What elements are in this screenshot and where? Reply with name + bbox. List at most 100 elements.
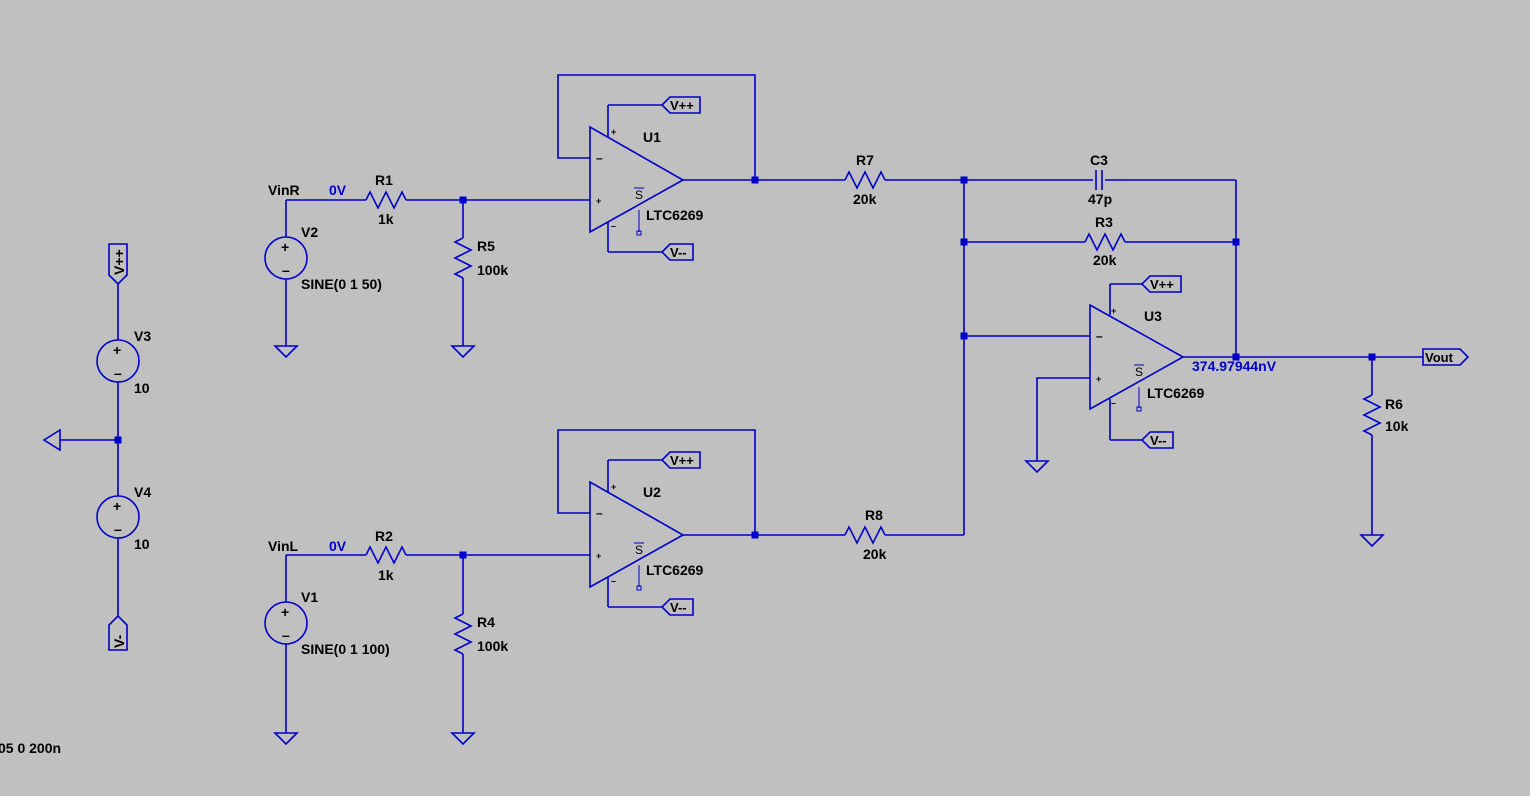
u1-vpp-flag[interactable]: V++ xyxy=(660,96,701,114)
u1-vmm-flag[interactable]: V-- xyxy=(660,243,694,261)
junction-dot xyxy=(751,176,759,184)
summing-section: R7 20k R8 20k C3 47p R3 20k xyxy=(844,152,1470,562)
svg-text:–: – xyxy=(596,151,603,165)
r4-value: 100k xyxy=(477,638,508,654)
v3-voltage-source[interactable]: + – xyxy=(96,339,140,383)
v2-voltage-source[interactable]: + – xyxy=(264,236,308,280)
svg-text:+: + xyxy=(611,482,616,492)
svg-text:+: + xyxy=(113,342,121,358)
r5-resistor[interactable] xyxy=(453,237,473,279)
u3-name: U3 xyxy=(1144,308,1162,324)
v1-voltage-source[interactable]: + – xyxy=(264,601,308,645)
vout-voltage-probe: 374.97944nV xyxy=(1192,358,1277,374)
svg-text:+: + xyxy=(596,196,601,206)
svg-text:–: – xyxy=(611,221,616,231)
left-input-section: VinL 0V + – V1 SINE(0 1 100) R2 1k R4 10… xyxy=(264,429,845,746)
r5-name: R5 xyxy=(477,238,495,254)
v4-name: V4 xyxy=(134,484,151,500)
u1-name: U1 xyxy=(643,129,661,145)
u1-vmm-flag-label: V-- xyxy=(670,245,687,260)
v4-voltage-source[interactable]: + – xyxy=(96,495,140,539)
junction-dot xyxy=(114,436,122,444)
v4-value: 10 xyxy=(134,536,150,552)
u2-vmm-flag-label: V-- xyxy=(670,600,687,615)
r2-resistor[interactable] xyxy=(365,545,407,565)
r8-value: 20k xyxy=(863,546,887,562)
svg-text:+: + xyxy=(281,239,289,255)
svg-text:–: – xyxy=(1096,329,1103,343)
vm-flag-left[interactable]: V- xyxy=(108,614,128,651)
u1-opamp[interactable]: – + + – S xyxy=(589,125,685,236)
vm-flag-left-label: V- xyxy=(111,634,127,648)
c3-capacitor[interactable] xyxy=(1095,170,1103,190)
r7-resistor[interactable] xyxy=(844,170,886,190)
svg-text:+: + xyxy=(113,498,121,514)
vinr-voltage-probe: 0V xyxy=(329,182,347,198)
svg-text:+: + xyxy=(281,604,289,620)
junction-dot xyxy=(1232,353,1240,361)
r8-name: R8 xyxy=(865,507,883,523)
junction-dot xyxy=(1232,238,1240,246)
u2-vmm-flag[interactable]: V-- xyxy=(660,598,694,616)
r2-value: 1k xyxy=(378,567,394,583)
u2-vpp-flag-label: V++ xyxy=(670,453,694,468)
u3-opamp[interactable]: – + + – S xyxy=(1089,303,1185,412)
r7-name: R7 xyxy=(856,152,874,168)
svg-text:–: – xyxy=(114,521,122,537)
svg-text:–: – xyxy=(114,365,122,381)
r6-value: 10k xyxy=(1385,418,1409,434)
v3-value: 10 xyxy=(134,380,150,396)
v1-value: SINE(0 1 100) xyxy=(301,641,390,657)
c3-value: 47p xyxy=(1088,191,1112,207)
u3-vmm-flag-label: V-- xyxy=(1150,433,1167,448)
v3-name: V3 xyxy=(134,328,151,344)
svg-text:S: S xyxy=(1135,365,1143,379)
r3-value: 20k xyxy=(1093,252,1117,268)
v2-name: V2 xyxy=(301,224,318,240)
svg-text:S: S xyxy=(635,543,643,557)
u1-vpp-flag-label: V++ xyxy=(670,98,694,113)
ground-symbol xyxy=(450,732,476,746)
junction-dot xyxy=(960,176,968,184)
r1-name: R1 xyxy=(375,172,393,188)
r7-value: 20k xyxy=(853,191,877,207)
u3-vpp-flag[interactable]: V++ xyxy=(1140,275,1182,293)
svg-text:+: + xyxy=(1096,374,1101,384)
r6-name: R6 xyxy=(1385,396,1403,412)
r1-value: 1k xyxy=(378,211,394,227)
ground-arrow-left xyxy=(42,428,61,452)
vout-flag-label: Vout xyxy=(1425,350,1454,365)
svg-text:+: + xyxy=(611,127,616,137)
r4-resistor[interactable] xyxy=(453,613,473,655)
r3-resistor[interactable] xyxy=(1084,232,1126,252)
u2-opamp[interactable]: – + + – S xyxy=(589,480,685,591)
r6-resistor[interactable] xyxy=(1362,394,1382,436)
r8-resistor[interactable] xyxy=(844,525,886,545)
svg-text:–: – xyxy=(282,262,290,278)
ground-symbol xyxy=(273,345,299,359)
vout-flag[interactable]: Vout xyxy=(1422,348,1470,366)
vpp-flag-left[interactable]: V++ xyxy=(108,243,128,286)
v2-value: SINE(0 1 50) xyxy=(301,276,382,292)
r5-value: 100k xyxy=(477,262,508,278)
svg-text:–: – xyxy=(611,576,616,586)
r3-name: R3 xyxy=(1095,214,1113,230)
v1-name: V1 xyxy=(301,589,318,605)
u2-model: LTC6269 xyxy=(646,562,704,578)
u3-vmm-flag[interactable]: V-- xyxy=(1140,431,1174,449)
r1-resistor[interactable] xyxy=(365,190,407,210)
ground-symbol xyxy=(1359,534,1385,548)
svg-text:–: – xyxy=(596,506,603,520)
u2-vpp-flag[interactable]: V++ xyxy=(660,451,701,469)
c3-name: C3 xyxy=(1090,152,1108,168)
svg-text:+: + xyxy=(596,551,601,561)
ground-symbol xyxy=(450,345,476,359)
right-input-section: VinR 0V + – V2 SINE(0 1 50) R1 1k R5 100… xyxy=(264,74,845,359)
svg-text:S: S xyxy=(635,188,643,202)
u3-model: LTC6269 xyxy=(1147,385,1205,401)
ground-symbol xyxy=(273,732,299,746)
vinl-net-label: VinL xyxy=(268,538,299,554)
simulation-directive[interactable]: 05 0 200n xyxy=(0,740,61,756)
junction-dot xyxy=(751,531,759,539)
